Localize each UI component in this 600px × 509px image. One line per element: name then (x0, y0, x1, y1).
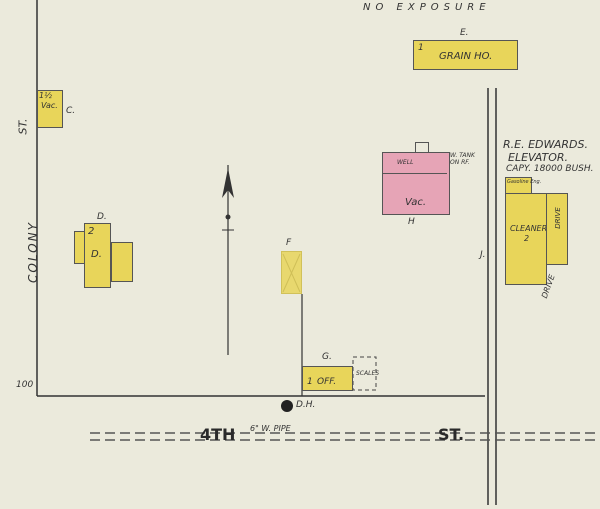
building-h-id: H (408, 217, 415, 227)
scales-label: SCALES (356, 370, 380, 377)
north-arrow-icon (222, 168, 234, 198)
elevator-owner: R.E. EDWARDS. (503, 138, 588, 151)
engine-room: Gasoline Eng. (505, 177, 541, 194)
id: D. (91, 249, 102, 260)
fourth-street-label: 4TH (200, 425, 236, 444)
building-c: 1½ Vac. (37, 90, 63, 128)
grain-name: GRAIN HO. (439, 51, 493, 62)
elevator-building: CLEANER 2 (505, 193, 547, 285)
dh-label: D.H. (296, 400, 316, 410)
building-d: 2 D. (84, 223, 111, 288)
floors: 2 (88, 226, 95, 237)
floors: 1 (418, 43, 424, 53)
grain-house: 1 GRAIN HO. (413, 40, 518, 70)
fourth-st-suffix: ST. (438, 425, 465, 444)
building-f-fill (281, 251, 302, 294)
grain-id: E. (460, 28, 469, 38)
colony-street-label: COLONY (25, 221, 40, 283)
building-f-id: F (286, 238, 292, 248)
tank-label: W. TANK ON RF. (450, 152, 475, 166)
pipe-label: 6" W. PIPE (250, 424, 291, 433)
building-c-id: C. (66, 106, 76, 116)
use: Vac. (41, 101, 58, 110)
dh-hydrant-icon (281, 400, 293, 412)
well-label: WELL (397, 159, 414, 166)
elevator-capacity: CAPY. 18000 BUSH. (506, 164, 594, 174)
drive-label: DRIVE (553, 207, 562, 229)
building-h: WELL Vac. (382, 152, 450, 215)
elevator-type: ELEVATOR. (508, 151, 569, 164)
floors: 1 (307, 377, 313, 387)
cleaner-floor: 2 (524, 234, 530, 243)
colony-st-suffix: ST. (16, 118, 30, 135)
office-building: 1 OFF. (302, 366, 353, 391)
elevator-drive-shed: DRIVE (546, 193, 568, 265)
no-exposure-label: NO EXPOSURE (363, 2, 491, 13)
building-d-id: D. (97, 212, 107, 222)
building-d-rear (111, 242, 133, 282)
use: Vac. (405, 197, 427, 208)
building-j-id: J. (480, 250, 486, 260)
floors: 1½ (39, 91, 52, 100)
cleaner-label: CLEANER (510, 224, 548, 233)
use: OFF. (317, 377, 337, 387)
address-100: 100 (16, 380, 34, 390)
engine-label: Gasoline Eng. (507, 179, 542, 185)
building-g-id: G. (322, 352, 332, 362)
